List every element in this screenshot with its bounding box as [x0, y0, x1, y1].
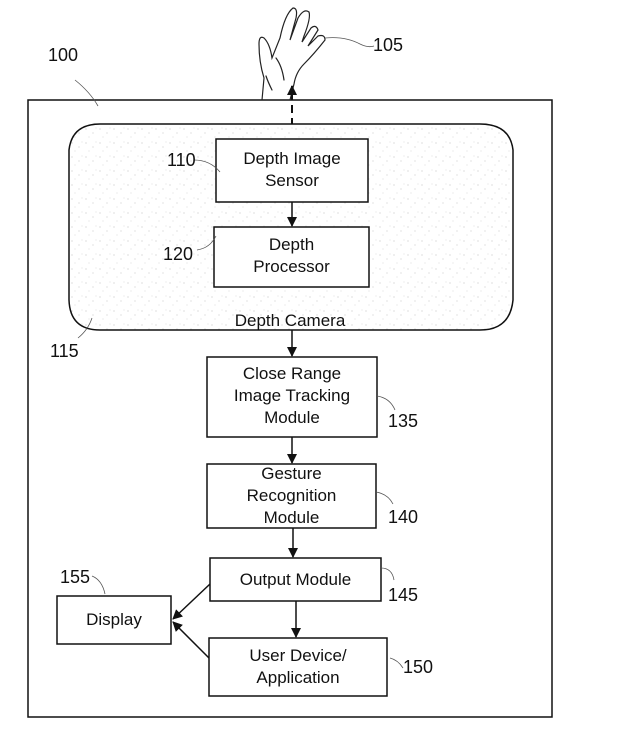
leader-line-110	[193, 159, 221, 173]
block-line: Image Tracking	[233, 386, 351, 405]
leader-line-120	[196, 235, 217, 251]
block-line: Display	[86, 610, 142, 629]
leader-line-135	[376, 395, 396, 411]
arrow-output-to-display	[172, 583, 211, 620]
leader-line-140	[375, 491, 394, 505]
ref-label-105: 105	[373, 35, 404, 55]
hand-icon	[258, 7, 326, 101]
ref-label-120: 120	[163, 244, 194, 264]
leader-line-145	[380, 567, 395, 581]
block-line: Recognition	[246, 486, 337, 505]
block-text-tracking: Close Range Image Tracking Module	[207, 363, 377, 429]
block-line: Module	[263, 508, 320, 527]
leader-line-100	[74, 79, 99, 107]
ref-label-115: 115	[50, 341, 79, 361]
ref-label-150: 150	[403, 657, 434, 677]
block-depth-processor	[213, 226, 370, 288]
block-line: User Device/	[249, 646, 347, 665]
block-text-gesture: Gesture Recognition Module	[207, 463, 376, 529]
arrow-userdevice-to-display	[172, 621, 210, 659]
block-line: Output Module	[239, 570, 352, 589]
leader-line-155	[91, 575, 106, 595]
block-line: Gesture	[261, 464, 322, 483]
block-text-userdevice: User Device/ Application	[209, 645, 387, 689]
block-line: Close Range	[242, 364, 342, 383]
ref-label-145: 145	[388, 585, 419, 605]
block-line: Depth Image	[243, 149, 341, 168]
block-text-output: Output Module	[210, 569, 381, 591]
block-depth-image-sensor	[215, 138, 369, 203]
block-text-sensor: Depth Image Sensor	[216, 148, 368, 192]
ref-label-110: 110	[167, 150, 196, 170]
leader-line-150	[389, 657, 404, 669]
block-output-module	[209, 557, 382, 602]
block-display	[56, 595, 172, 645]
block-line: Depth	[268, 235, 315, 254]
leader-line-115	[77, 317, 93, 339]
ref-label-100: 100	[48, 45, 79, 65]
block-line: Module	[264, 408, 320, 427]
block-text-display: Display	[57, 609, 171, 631]
ref-label-155: 155	[60, 567, 91, 587]
block-line: Application	[256, 668, 340, 687]
block-line: Sensor	[265, 171, 319, 190]
leader-line-105	[324, 37, 375, 48]
block-user-device	[208, 637, 388, 697]
block-close-range-tracking	[206, 356, 378, 438]
block-text-processor: Depth Processor	[214, 234, 369, 278]
block-line: Processor	[253, 257, 330, 276]
depth-camera-label: Depth Camera	[234, 311, 346, 330]
block-gesture-recognition	[206, 463, 377, 529]
ref-label-135: 135	[388, 411, 419, 431]
ref-label-140: 140	[388, 507, 419, 527]
